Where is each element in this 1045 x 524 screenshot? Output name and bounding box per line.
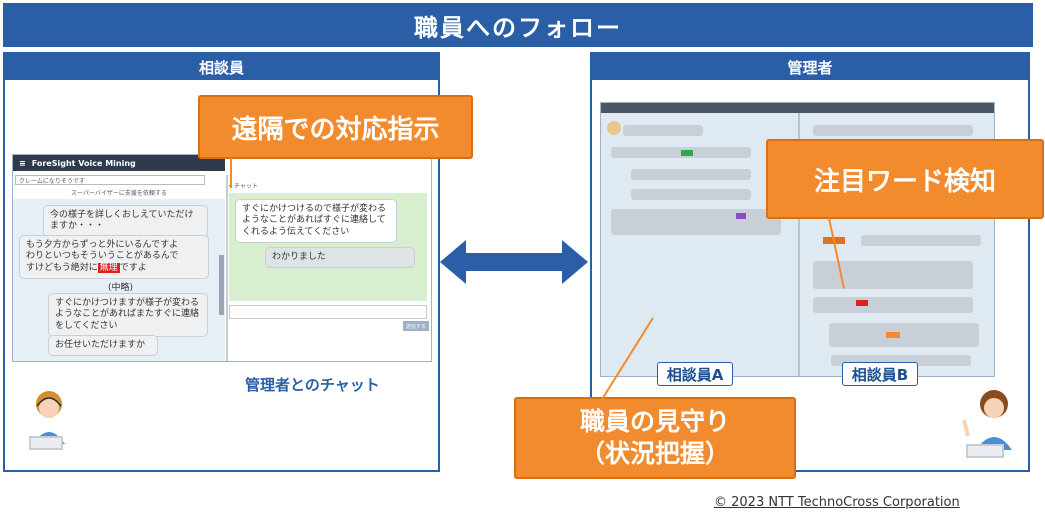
callout-remote-pointer — [230, 158, 232, 188]
callout-monitoring: 職員の見守り （状況把握） — [514, 397, 796, 479]
app-header: ≡ ForeSight Voice Mining — [13, 155, 225, 171]
chat-reply: わかりました — [265, 247, 415, 269]
status-select[interactable]: クレームになりそうです — [15, 175, 205, 185]
mgr-row-b6 — [829, 323, 979, 347]
chat-input[interactable] — [229, 305, 427, 319]
manager-panel-header: 管理者 — [592, 54, 1028, 80]
utterance-4: お任せいただけますか — [48, 335, 158, 357]
label-counselor-b: 相談員B — [842, 362, 918, 386]
utterance-3: すぐにかけつけますが様子が変わるようなことがあればまたすぐに連絡をしてください — [48, 293, 208, 337]
copyright: © 2023 NTT TechnoCross Corporation — [714, 495, 960, 510]
app-title: ForeSight Voice Mining — [31, 158, 136, 168]
chat-header: ▾ チャット — [229, 183, 258, 190]
detected-keyword-b3 — [886, 332, 900, 338]
detected-keyword-b2 — [856, 300, 868, 306]
utterance-2: もう夕方からずっと外にいるんですよ わりといつもそういうことがあるんで すけども… — [19, 235, 209, 279]
label-counselor-a: 相談員A — [657, 362, 733, 386]
callout-remote-instruction: 遠隔での対応指示 — [198, 95, 473, 159]
page-title: 職員へのフォロー — [3, 3, 1033, 47]
counselor-panel-header: 相談員 — [5, 54, 438, 80]
mgr-tag-2 — [736, 213, 746, 219]
manager-divider — [798, 113, 800, 376]
send-button[interactable]: 送信する — [403, 321, 429, 331]
menu-icon[interactable]: ≡ — [19, 158, 26, 168]
mgr-row-a5 — [611, 209, 781, 235]
mgr-row-b3 — [861, 235, 981, 246]
chat-caption: 管理者とのチャット — [245, 376, 380, 394]
mgr-row-a3 — [631, 169, 751, 180]
mgr-row-b7 — [831, 355, 971, 366]
supervisor-request-bar[interactable]: スーパーバイザーに支援を依頼する — [71, 190, 167, 197]
chat-instruction: すぐにかけつけるので様子が変わるようなことがあればすぐに連絡してくれるよう伝えて… — [235, 199, 397, 243]
operator-illustration — [23, 384, 83, 454]
agent-avatar — [607, 121, 621, 135]
mgr-row-a1 — [623, 125, 703, 136]
manager-topbar — [601, 103, 994, 113]
utterance-1: 今の様子を詳しくおしえていただけますか・・・ — [43, 205, 208, 238]
monitoring-line-1: 職員の見守り — [579, 406, 730, 436]
bidirectional-arrow — [440, 238, 588, 286]
counselor-screen: ≡ ForeSight Voice Mining クレームになりそうです スーパ… — [12, 154, 432, 362]
keyword-highlight: 無理 — [97, 262, 120, 273]
mgr-row-b4 — [813, 261, 973, 289]
chat-divider — [226, 175, 228, 361]
mgr-tag-1 — [681, 150, 693, 156]
mgr-row-b5 — [813, 297, 973, 313]
manager-illustration — [960, 384, 1022, 464]
mgr-row-a4 — [631, 189, 751, 200]
monitoring-line-2: （状況把握） — [579, 439, 730, 468]
omitted-label: (中略) — [108, 283, 134, 293]
conversation-scrollbar[interactable] — [219, 255, 224, 315]
mgr-row-b1 — [813, 125, 973, 136]
callout-keyword-detection: 注目ワード検知 — [766, 139, 1044, 219]
